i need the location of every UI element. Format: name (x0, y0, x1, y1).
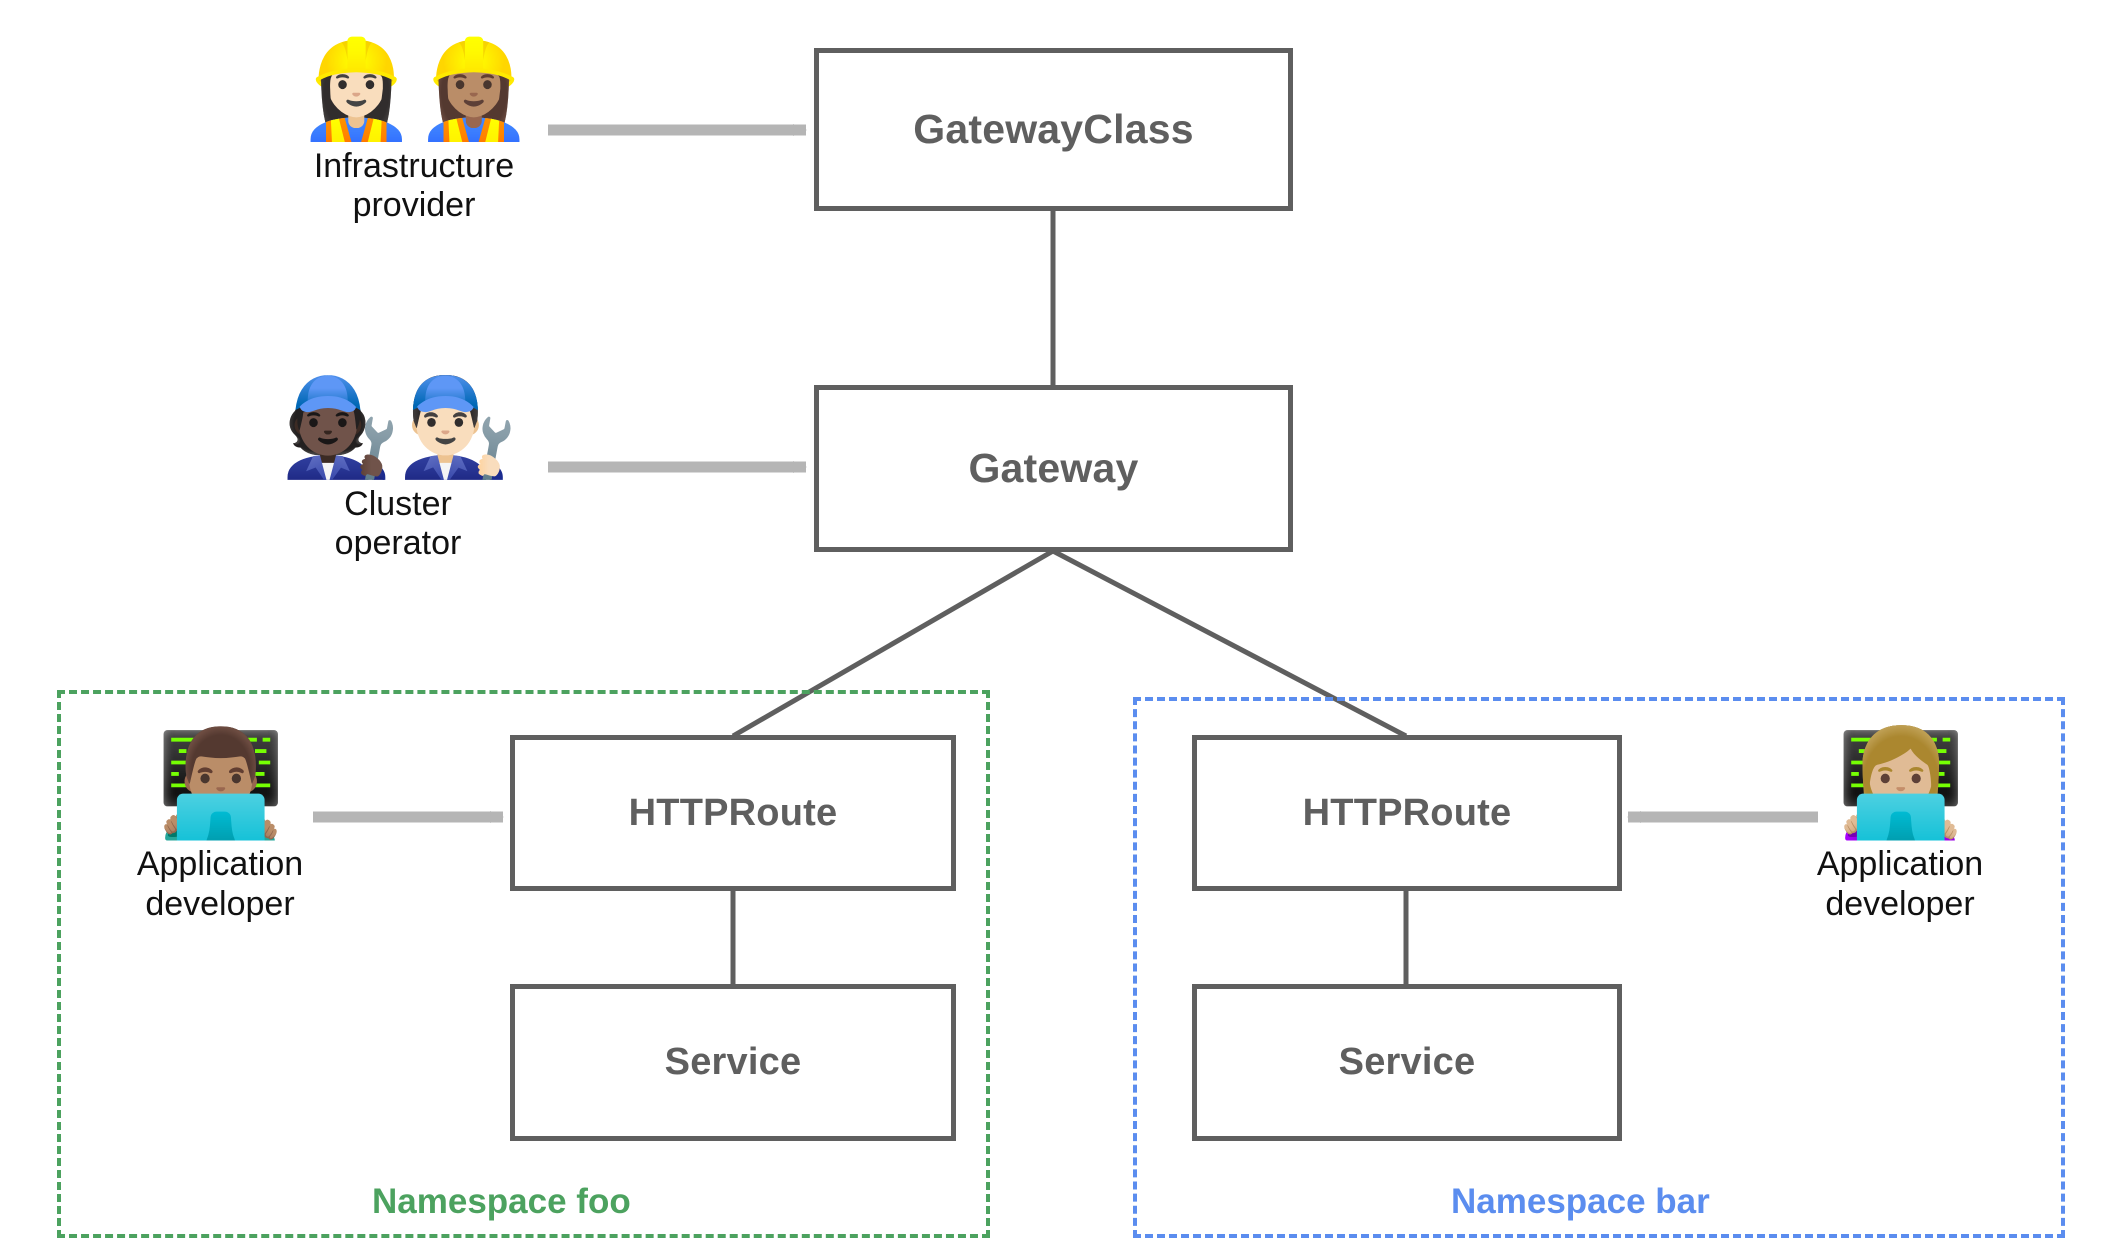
man-technologist-icon: 👨🏽‍💻 (156, 726, 286, 842)
namespace-frame-foo (57, 690, 990, 1238)
namespace-label-foo: Namespace foo (372, 1182, 631, 1221)
node-gateway[interactable]: Gateway (814, 385, 1293, 552)
node-service-foo[interactable]: Service (510, 984, 956, 1141)
namespace-label-bar: Namespace bar (1451, 1182, 1710, 1221)
node-service-bar-label: Service (1338, 1041, 1476, 1083)
node-httproute-bar[interactable]: HTTPRoute (1192, 735, 1622, 891)
node-httproute-foo[interactable]: HTTPRoute (510, 735, 956, 891)
persona-application-developer-foo: 👨🏽‍💻 Application developer (70, 726, 370, 924)
node-gatewayclass[interactable]: GatewayClass (814, 48, 1293, 211)
node-service-foo-label: Service (664, 1041, 802, 1083)
node-gatewayclass-label: GatewayClass (913, 106, 1194, 152)
namespace-frame-bar (1133, 697, 2065, 1238)
persona-cluster-operator-label: Cluster operator (334, 484, 462, 563)
persona-infrastructure-provider-label: Infrastructure provider (313, 146, 515, 225)
woman-technologist-icon: 👩🏼‍💻 (1836, 726, 1966, 842)
persona-application-developer-bar-label: Application developer (1816, 845, 1984, 923)
node-service-bar[interactable]: Service (1192, 984, 1622, 1141)
node-httproute-foo-label: HTTPRoute (628, 791, 838, 834)
persona-application-developer-foo-label: Application developer (136, 845, 304, 923)
mechanic-icon: 🧑🏿‍🔧👨🏻‍🔧 (280, 374, 517, 481)
persona-infrastructure-provider: 👷🏻‍♀️👷🏽‍♀️ Infrastructure provider (264, 36, 564, 226)
node-gateway-label: Gateway (968, 445, 1139, 491)
woman-construction-worker-icon: 👷🏻‍♀️👷🏽‍♀️ (296, 36, 533, 143)
node-httproute-bar-label: HTTPRoute (1302, 791, 1512, 834)
persona-cluster-operator: 🧑🏿‍🔧👨🏻‍🔧 Cluster operator (248, 374, 548, 564)
persona-application-developer-bar: 👩🏼‍💻 Application developer (1750, 726, 2050, 924)
